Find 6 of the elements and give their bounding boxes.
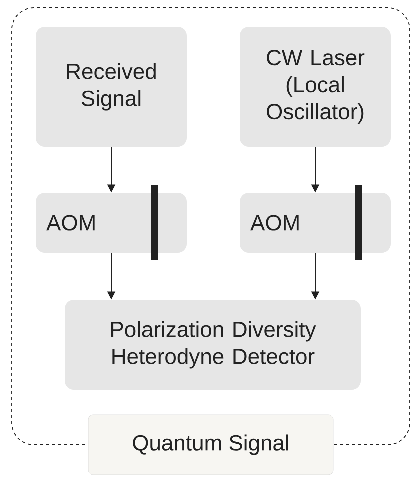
detector-box: Polarization Diversity Heterodyne Detector bbox=[65, 300, 361, 390]
source-box: Received Signal bbox=[36, 27, 187, 147]
source-box: CW Laser (Local Oscillator) bbox=[240, 27, 391, 147]
modulator-box: AOM bbox=[240, 193, 391, 253]
group-label: Quantum Signal bbox=[88, 414, 334, 476]
modulator-box: AOM bbox=[36, 193, 187, 253]
